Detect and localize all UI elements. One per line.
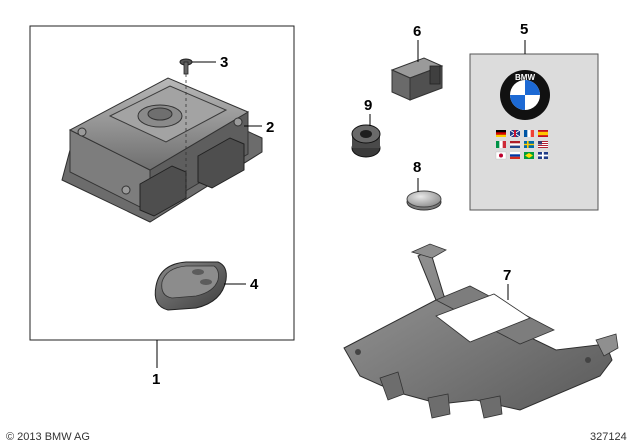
rubber-block-illustration: [390, 57, 444, 101]
callout-5: 5: [520, 21, 529, 38]
callout-6: 6: [413, 23, 422, 40]
bmw-logo: BMW: [500, 70, 550, 120]
key-fob-illustration: [154, 261, 227, 311]
callout-4: 4: [250, 276, 259, 293]
language-flags: [495, 129, 548, 160]
callout-1: 1: [152, 371, 161, 388]
grommet-illustration: [351, 124, 381, 158]
assembly-group-frame: [29, 25, 295, 341]
screw-illustration: [179, 58, 193, 200]
diagram-number: 327124: [590, 431, 627, 443]
coin-battery-illustration: [406, 190, 442, 211]
copyright-text: © 2013 BMW AG: [6, 431, 90, 443]
callout-3: 3: [220, 54, 229, 71]
manual-booklet-illustration: BMW: [469, 53, 599, 211]
bmw-logo-text: BMW: [515, 73, 535, 82]
callout-7: 7: [503, 267, 512, 284]
callout-2: 2: [266, 119, 275, 136]
callout-8: 8: [413, 159, 422, 176]
callout-9: 9: [364, 97, 373, 114]
mounting-bracket-illustration: [343, 243, 619, 419]
control-unit-illustration: [61, 77, 263, 223]
